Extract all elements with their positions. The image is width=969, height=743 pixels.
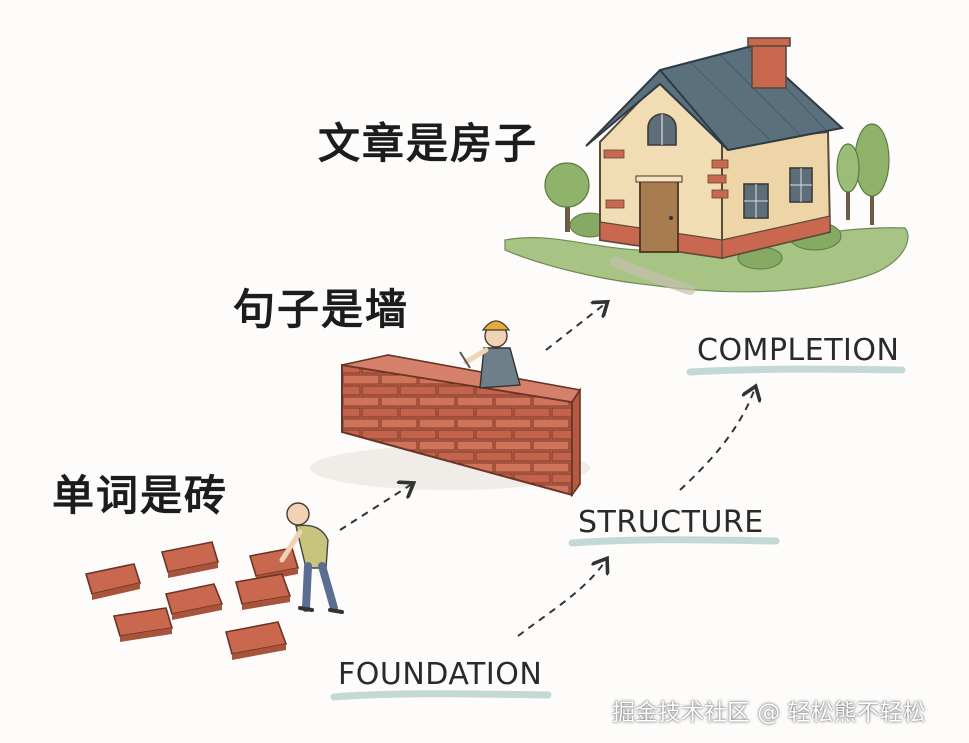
brick bbox=[164, 583, 224, 620]
brick bbox=[160, 541, 220, 578]
brick bbox=[234, 573, 292, 610]
house-illustration bbox=[504, 37, 909, 295]
brick-carrier-worker bbox=[279, 502, 344, 614]
foundation-underline bbox=[330, 690, 552, 701]
foundation-stage-label: FOUNDATION bbox=[338, 657, 543, 692]
bricklayer-worker bbox=[459, 320, 521, 389]
arrow-foundation-to-structure bbox=[517, 560, 606, 637]
brick-wall-illustration bbox=[310, 354, 590, 498]
scattered-bricks bbox=[84, 541, 300, 660]
brick bbox=[84, 563, 142, 600]
brick-label: 单词是砖 bbox=[52, 471, 229, 520]
arrow-bricks-to-wall bbox=[339, 484, 412, 531]
structure-stage-label: STRUCTURE bbox=[578, 505, 764, 540]
brick bbox=[225, 621, 288, 660]
completion-stage-label: COMPLETION bbox=[697, 333, 900, 368]
house-door bbox=[639, 179, 679, 253]
house-chimney bbox=[751, 41, 787, 89]
wall-label: 句子是墙 bbox=[233, 285, 410, 334]
progress-arrows bbox=[339, 303, 755, 637]
tree-right bbox=[836, 123, 890, 225]
brick bbox=[112, 607, 174, 642]
watermark: 掘金技术社区 @ 轻松熊不轻松 bbox=[612, 700, 926, 726]
house-label: 文章是房子 bbox=[318, 119, 539, 168]
arrow-wall-to-house bbox=[545, 303, 606, 351]
completion-underline bbox=[686, 365, 906, 376]
tree-left bbox=[544, 162, 590, 232]
structure-underline bbox=[568, 536, 780, 547]
arrow-structure-to-completion bbox=[679, 388, 755, 491]
